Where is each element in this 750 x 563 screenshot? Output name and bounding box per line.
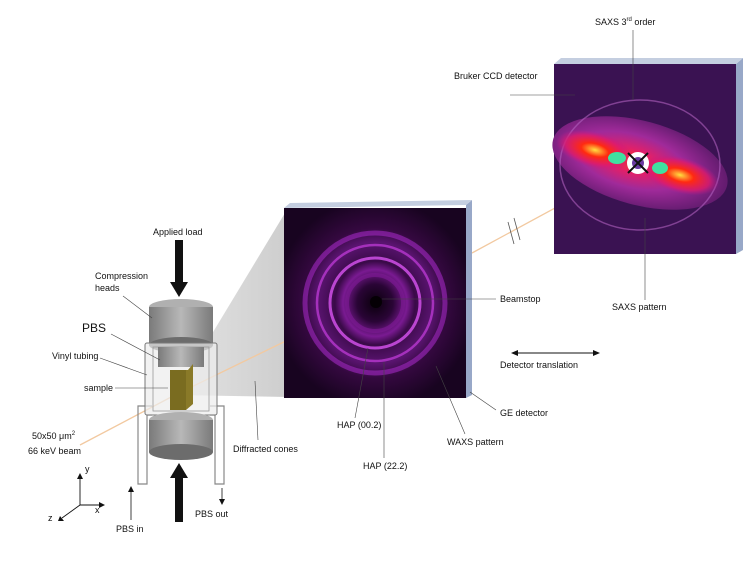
saxs-green-right	[652, 162, 668, 174]
load-arrow-top-shaft	[175, 240, 183, 282]
bottom-head-base	[149, 444, 213, 460]
waxs-label: WAXS pattern	[447, 437, 504, 447]
beam-break-2	[513, 217, 521, 241]
saxs-beamstop-arm-2	[627, 152, 649, 174]
saxs-order-arc	[559, 99, 721, 231]
sample-label: sample	[84, 383, 114, 393]
axis-z	[61, 504, 81, 519]
pbs-out-arrowhead	[219, 499, 225, 505]
leader-hap-002	[354, 347, 369, 419]
compression-label-1: Compression	[95, 271, 149, 281]
pbs-label: PBS	[82, 321, 107, 335]
bruker-detector-side	[736, 58, 743, 254]
leader-ge	[469, 391, 497, 411]
waxs-ring-inner	[345, 273, 405, 333]
leader-diffracted	[254, 380, 259, 441]
hap-002-label: HAP (00.2)	[337, 420, 382, 430]
compression-label-2: heads	[95, 283, 120, 293]
leader-vinyl	[99, 357, 148, 376]
beam-break-1	[507, 221, 515, 245]
pbs-in-label: PBS in	[116, 524, 144, 534]
beamstop-dot	[370, 296, 382, 308]
ge-detector-top	[284, 200, 472, 208]
waxs-ring-002	[328, 256, 422, 350]
bruker-detector-top	[554, 58, 743, 64]
leader-compression	[122, 295, 153, 319]
load-arrow-bottom-head	[170, 463, 188, 478]
vinyl-label: Vinyl tubing	[52, 351, 99, 361]
pbs-out-label: PBS out	[195, 509, 229, 519]
axis-x-head	[99, 502, 105, 508]
ge-detector-label: GE detector	[500, 408, 549, 418]
waxs-ring-outer	[302, 230, 448, 376]
load-arrow-bottom-shaft	[175, 478, 183, 522]
waxs-ring-222	[315, 243, 435, 363]
axis-y-head	[77, 473, 83, 479]
saxs-pattern-label: SAXS pattern	[612, 302, 667, 312]
axis-z-label: z	[48, 513, 53, 523]
leader-pbs	[110, 333, 161, 361]
bruker-label: Bruker CCD detector	[454, 71, 538, 81]
load-arrow-top-head	[170, 282, 188, 297]
leader-waxs	[435, 365, 466, 435]
mid-head	[158, 347, 204, 367]
axis-z-head	[58, 516, 64, 521]
beam-size-label: 50x50 μm2	[32, 431, 76, 441]
detector-translation-label: Detector translation	[500, 360, 579, 370]
beam-energy-label: 66 keV beam	[28, 446, 82, 456]
sample-face	[170, 370, 186, 410]
applied-load-label: Applied load	[153, 227, 203, 237]
translation-head-left	[511, 350, 518, 356]
diffracted-label: Diffracted cones	[233, 444, 298, 454]
hap-222-label: HAP (22.2)	[363, 461, 408, 471]
translation-head-right	[593, 350, 600, 356]
pbs-in-arrowhead	[128, 486, 134, 492]
axis-x-label: x	[95, 505, 100, 515]
axis-y-label: y	[85, 464, 90, 474]
beamstop-label: Beamstop	[500, 294, 541, 304]
saxs-green-left	[608, 152, 626, 164]
saxs-order-label: SAXS 3rd order	[595, 17, 656, 27]
